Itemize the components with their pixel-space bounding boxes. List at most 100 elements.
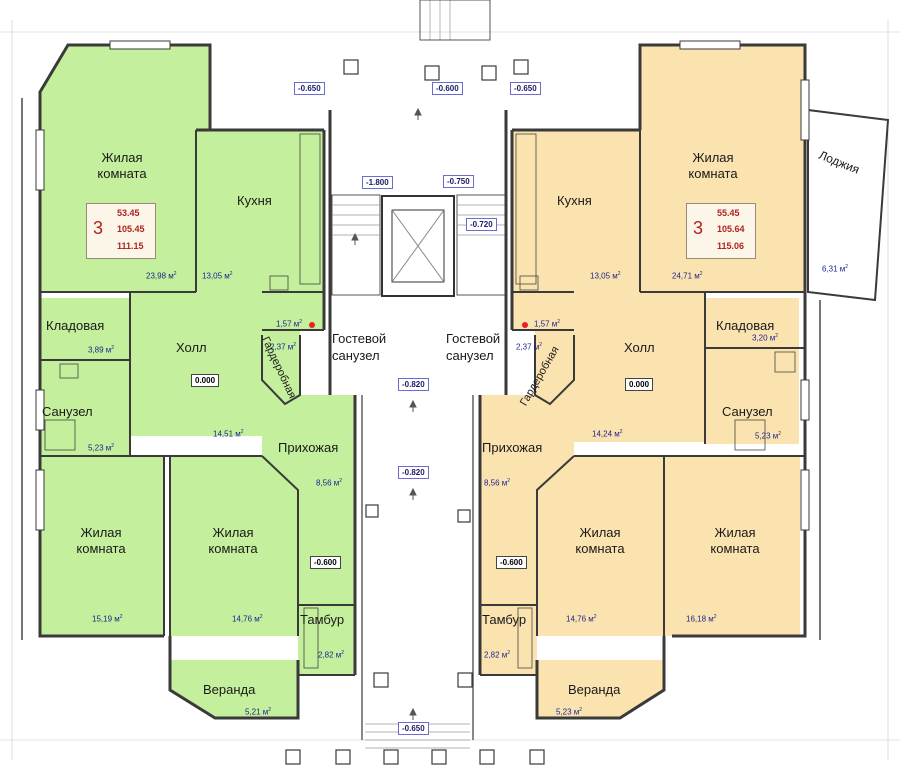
left-vestibule-room bbox=[298, 605, 355, 675]
left-living-bl-name: Жилая комната bbox=[76, 525, 126, 556]
right-badge-rooms: 3 bbox=[693, 218, 704, 238]
windows bbox=[35, 40, 810, 531]
left-wardrobe-room bbox=[262, 335, 300, 404]
right-wardrobe-area: 2,37 м bbox=[516, 342, 542, 352]
left-kitchen-name: Кухня bbox=[237, 193, 272, 208]
left-veranda-area: 5,21 м bbox=[245, 707, 271, 717]
elevation-corridor-lower: -0.820 bbox=[398, 466, 429, 479]
right-guest-wc-area: 1,57 м bbox=[534, 319, 560, 329]
right-living-br-area: 16,18 м bbox=[686, 614, 717, 624]
elevation-vestibule-right: -0.600 bbox=[496, 556, 527, 569]
left-hall-name: Холл bbox=[176, 340, 207, 355]
right-bath-area: 5,23 м bbox=[755, 431, 781, 441]
corridor-arrows bbox=[351, 107, 422, 720]
right-entrance-area: 8,56 м bbox=[484, 478, 510, 488]
left-badge-value-1: 53.45 bbox=[117, 208, 140, 218]
right-entrance-name: Прихожая bbox=[482, 440, 543, 455]
left-living-bm-room bbox=[170, 456, 298, 636]
elevator-cabin bbox=[391, 209, 445, 283]
elevation-stair-left: -1.800 bbox=[362, 176, 393, 189]
left-vestibule-area: 2,82 м bbox=[318, 650, 344, 660]
right-vestibule-room bbox=[480, 605, 537, 675]
left-bath-name: Санузел bbox=[42, 404, 93, 419]
left-bath-area: 5,23 м bbox=[88, 443, 114, 453]
fixtures bbox=[44, 133, 796, 669]
left-hall-room bbox=[130, 292, 355, 436]
right-veranda-room bbox=[537, 660, 664, 718]
right-badge-value-2: 105.64 bbox=[717, 224, 745, 234]
left-storage-name: Кладовая bbox=[46, 318, 105, 333]
right-veranda-area: 5,23 м bbox=[556, 707, 582, 717]
elevation-hall-right: 0.000 bbox=[625, 378, 654, 391]
left-apartment bbox=[40, 45, 355, 718]
left-badge-value-3: 111.15 bbox=[117, 241, 144, 251]
right-marker-dot bbox=[522, 322, 528, 328]
left-living-bm-area: 14,76 м bbox=[232, 614, 263, 624]
right-badge-value-3: 115.06 bbox=[717, 241, 745, 251]
right-apartment bbox=[480, 45, 805, 718]
right-living-bm-name: Жилая комната bbox=[575, 525, 625, 556]
left-living-top-name: Жилая комната bbox=[97, 150, 147, 181]
elevation-stair-center: -0.750 bbox=[443, 175, 474, 188]
right-living-top-room bbox=[640, 45, 805, 292]
left-badge-rooms: 3 bbox=[93, 218, 104, 238]
left-veranda-room bbox=[170, 660, 298, 718]
right-living-top-area: 24,71 м bbox=[672, 271, 703, 281]
stair-right bbox=[456, 194, 506, 296]
right-apartment-badge: 3 55.45 105.64 115.06 bbox=[686, 203, 756, 259]
right-living-bm-room bbox=[537, 456, 664, 636]
left-apartment-badge: 3 53.45 105.45 111.15 bbox=[86, 203, 156, 259]
elevation-stair-right: -0.720 bbox=[466, 218, 497, 231]
left-veranda-name: Веранда bbox=[203, 682, 256, 697]
right-loggia bbox=[807, 108, 890, 302]
left-vestibule-name: Тамбур bbox=[300, 612, 345, 627]
left-storage-room bbox=[40, 298, 130, 360]
left-hall-area: 14,51 м bbox=[213, 429, 244, 439]
left-kitchen-area: 13,05 м bbox=[202, 271, 233, 281]
right-bath-name: Санузел bbox=[722, 404, 773, 419]
left-living-bm-name: Жилая комната bbox=[208, 525, 258, 556]
left-living-bl-area: 15,19 м bbox=[92, 614, 123, 624]
right-veranda-name: Веранда bbox=[568, 682, 621, 697]
left-entrance-area: 8,56 м bbox=[316, 478, 342, 488]
walls bbox=[21, 43, 821, 740]
right-living-br-room bbox=[664, 456, 800, 636]
left-badge-value-2: 105.45 bbox=[117, 224, 145, 234]
right-hall-name: Холл bbox=[624, 340, 655, 355]
columns bbox=[285, 59, 545, 765]
right-bath-room bbox=[705, 348, 799, 444]
right-living-br-name: Жилая комната bbox=[710, 525, 760, 556]
right-vestibule-area: 2,82 м bbox=[484, 650, 510, 660]
right-kitchen-room bbox=[512, 130, 640, 292]
elevation-top-center: -0.600 bbox=[432, 82, 463, 95]
right-loggia-area: 6,31 м bbox=[822, 264, 848, 274]
elevation-corridor-upper: -0.820 bbox=[398, 378, 429, 391]
elevation-top-left: -0.650 bbox=[294, 82, 325, 95]
left-entrance-room bbox=[262, 404, 355, 605]
right-badge-value-1: 55.45 bbox=[717, 208, 740, 218]
left-guest-wc-area: 1,57 м bbox=[276, 319, 302, 329]
right-storage-name: Кладовая bbox=[716, 318, 775, 333]
right-wardrobe-room bbox=[535, 335, 574, 404]
left-kitchen-room bbox=[196, 130, 324, 292]
right-kitchen-area: 13,05 м bbox=[590, 271, 621, 281]
left-entrance-name: Прихожая bbox=[278, 440, 339, 455]
left-wardrobe-area: 2,37 м bbox=[270, 342, 296, 352]
left-bath-room bbox=[40, 360, 130, 456]
stair-left bbox=[331, 194, 381, 296]
elevation-vestibule-left: -0.600 bbox=[310, 556, 341, 569]
left-storage-area: 3,89 м bbox=[88, 345, 114, 355]
right-hall-area: 14,24 м bbox=[592, 429, 623, 439]
right-living-top-name: Жилая комната bbox=[688, 150, 738, 181]
left-marker-dot bbox=[309, 322, 315, 328]
elevation-hall-left: 0.000 bbox=[191, 374, 220, 387]
left-living-top-area: 23,98 м bbox=[146, 271, 177, 281]
elevation-bottom: -0.650 bbox=[398, 722, 429, 735]
right-kitchen-name: Кухня bbox=[557, 193, 592, 208]
right-vestibule-name: Тамбур bbox=[482, 612, 527, 627]
right-guest-wc-name: Гостевой санузел bbox=[446, 331, 501, 363]
left-guest-wc-name: Гостевой санузел bbox=[332, 331, 387, 363]
right-living-bm-area: 14,76 м bbox=[566, 614, 597, 624]
left-living-top-room bbox=[40, 45, 210, 292]
